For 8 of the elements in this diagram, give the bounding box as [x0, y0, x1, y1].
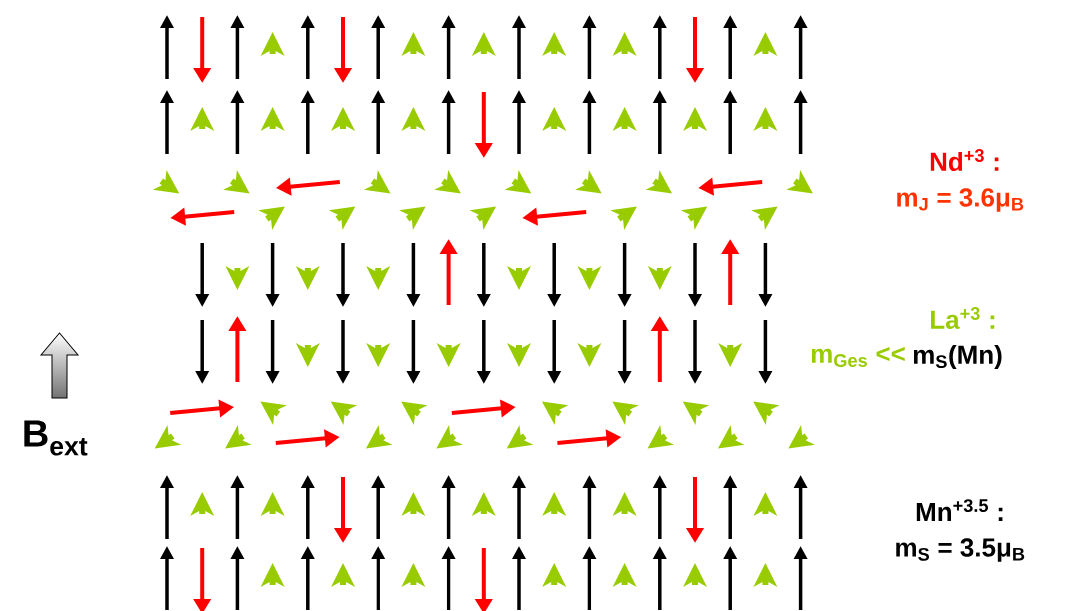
ion-label: Nd$^{+3}$ : — [930, 149, 999, 171]
moment-label: m$_{S}$ = 3.5μ$_{B}$ — [896, 538, 1025, 562]
moment-label: m$_{Ges}$ << — [811, 347, 905, 367]
moment-label: m$_{J}$ = 3.6μ$_{B}$ — [897, 188, 1024, 212]
moment-label: m$_{S}$(Mn) — [913, 344, 1002, 370]
field-label: B$_{ext}$ — [24, 420, 88, 456]
ion-label: Mn$^{+3.5}$ : — [916, 499, 1003, 521]
ion-label: La$^{+3}$ : — [931, 307, 995, 329]
